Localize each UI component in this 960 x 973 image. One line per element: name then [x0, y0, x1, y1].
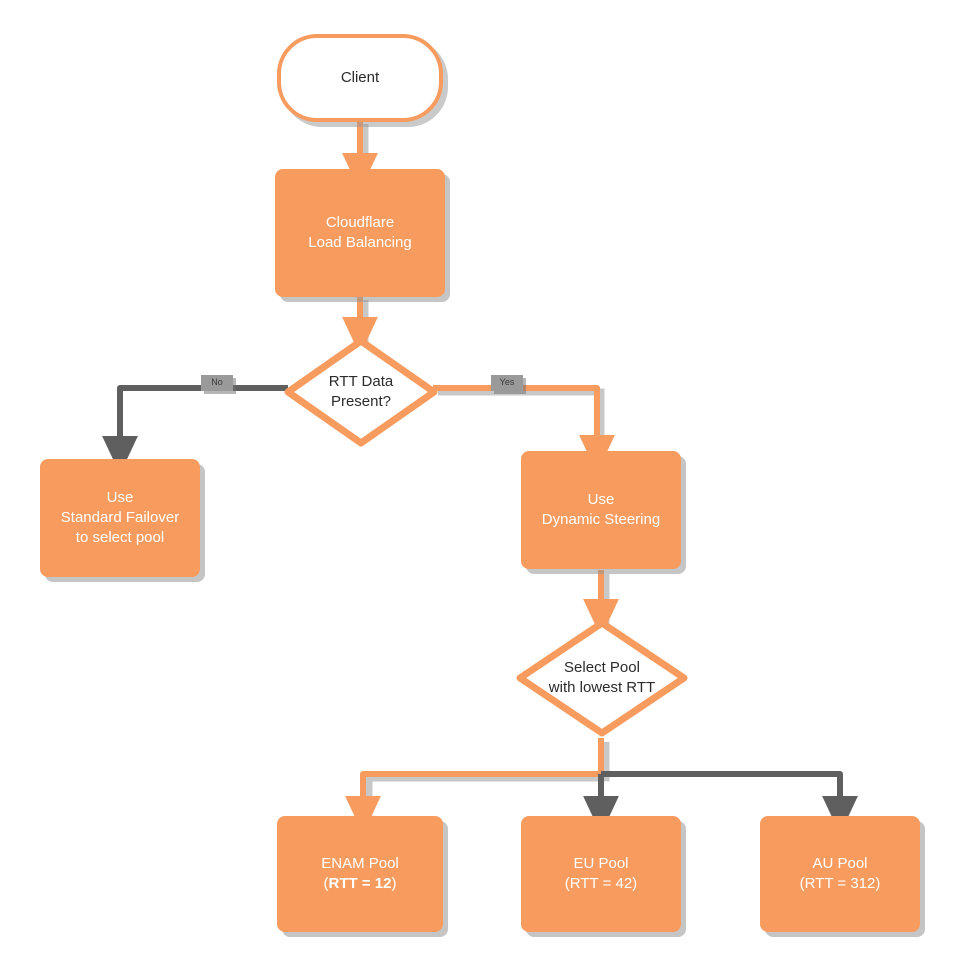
failover-line-1: Use: [106, 489, 134, 507]
node-au-pool[interactable]: AU Pool (RTT = 312): [760, 816, 920, 932]
diamond-shape-rtt: [284, 337, 438, 447]
select-line-2: with lowest RTT: [548, 679, 656, 696]
rtt-line-2: Present?: [330, 393, 392, 410]
node-rtt-data-present-label: RTT Data Present?: [281, 372, 441, 412]
edge-inactive-group: [102, 385, 858, 835]
node-standard-failover[interactable]: Use Standard Failover to select pool: [40, 459, 200, 577]
dynamic-line-1: Use: [587, 491, 615, 509]
au-line-2: (RTT = 312): [799, 875, 881, 892]
node-select-pool-lowest-rtt[interactable]: Select Pool with lowest RTT: [513, 616, 691, 740]
edge-active-group: [342, 120, 619, 835]
node-enam-pool[interactable]: ENAM Pool (RTT = 12): [277, 816, 443, 932]
node-cloudflare-load-balancing-label: Cloudflare Load Balancing: [277, 213, 443, 253]
node-dynamic-steering[interactable]: Use Dynamic Steering: [521, 451, 681, 569]
node-eu-pool-label: EU Pool (RTT = 42): [523, 854, 679, 894]
edge-label-rtt-no: No: [201, 375, 233, 391]
edge-rtt-no-to-failover: [102, 385, 288, 475]
eu-line-1: EU Pool: [573, 855, 629, 873]
node-rtt-data-present[interactable]: RTT Data Present?: [281, 334, 441, 450]
enam-paren-close: ): [391, 875, 397, 892]
node-dynamic-steering-label: Use Dynamic Steering: [523, 490, 679, 530]
enam-line-1: ENAM Pool: [321, 855, 399, 873]
node-client[interactable]: Client: [277, 34, 443, 122]
enam-line-2: (RTT = 12): [285, 874, 435, 894]
node-cloudflare-load-balancing[interactable]: Cloudflare Load Balancing: [275, 169, 445, 297]
enam-paren-open: (: [323, 875, 329, 892]
node-standard-failover-label: Use Standard Failover to select pool: [42, 488, 198, 547]
node-enam-pool-label: ENAM Pool (RTT = 12): [279, 854, 441, 894]
edge-select-to-au: [601, 771, 858, 835]
dynamic-line-2: Dynamic Steering: [541, 511, 661, 528]
select-line-1: Select Pool: [564, 659, 640, 677]
diamond-shape-select-pool: [516, 619, 688, 737]
eu-line-2: (RTT = 42): [564, 875, 638, 892]
enam-rtt-value: RTT = 12: [328, 875, 392, 892]
clb-line-1: Cloudflare: [325, 214, 395, 232]
au-line-1: AU Pool: [812, 855, 868, 873]
failover-line-3: to select pool: [75, 528, 165, 546]
clb-line-2: Load Balancing: [308, 234, 412, 251]
edge-select-to-enam: [345, 738, 604, 835]
edge-label-rtt-yes: Yes: [491, 375, 523, 391]
rtt-line-1: RTT Data: [328, 373, 394, 391]
failover-line-2: Standard Failover: [60, 509, 180, 527]
edge-rtt-yes-to-dynamic: [433, 385, 615, 474]
node-au-pool-label: AU Pool (RTT = 312): [762, 854, 918, 894]
node-select-pool-lowest-rtt-label: Select Pool with lowest RTT: [513, 658, 691, 698]
node-eu-pool[interactable]: EU Pool (RTT = 42): [521, 816, 681, 932]
node-client-label: Client: [340, 69, 380, 87]
